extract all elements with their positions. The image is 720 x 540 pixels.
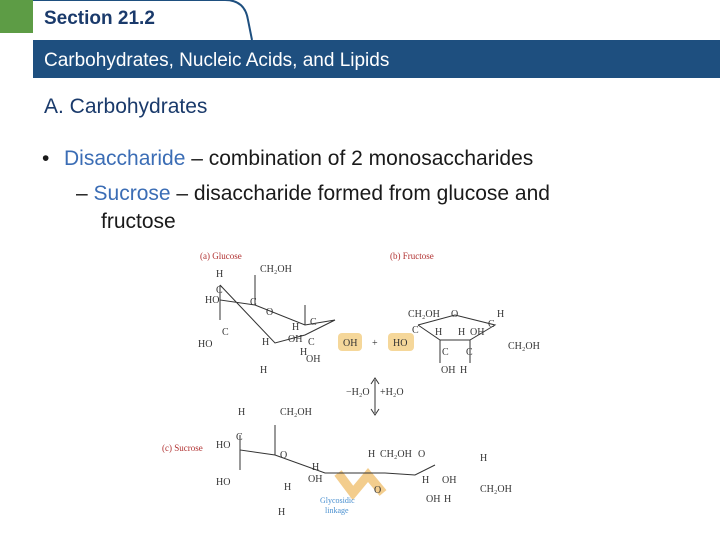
caption-sucrose: (c) Sucrose [162,443,203,453]
highlight-oh [338,333,362,351]
svg-text:HO: HO [205,295,219,306]
sub-bullet-text-cont: fructose [101,210,176,233]
svg-text:H: H [460,365,467,376]
term-sucrose: Sucrose [93,182,171,205]
svg-text:C: C [222,327,229,338]
svg-text:C: C [308,337,315,348]
svg-text:H: H [458,327,465,338]
section-label: Section 21.2 [44,8,155,29]
svg-text:CH₂OH: CH₂OH [480,484,512,495]
caption-fructose: (b) Fructose [390,251,434,261]
svg-text:OH: OH [306,354,320,365]
svg-text:C: C [216,285,223,296]
svg-text:H: H [284,482,291,493]
glycosidic-label-1: Glycosidic [320,496,355,505]
sub-bullet-sucrose: – Sucrose – disaccharide formed from glu… [76,180,656,236]
svg-text:OH: OH [442,475,456,486]
svg-text:OH: OH [470,327,484,338]
svg-text:H: H [422,475,429,486]
svg-text:OH: OH [343,338,357,349]
svg-text:H: H [435,327,442,338]
reaction-arrows: −H₂O +H₂O [346,377,404,416]
svg-text:H: H [292,322,299,333]
svg-text:H: H [312,462,319,473]
svg-text:HO: HO [393,338,407,349]
svg-text:H: H [238,407,245,418]
svg-text:CH₂OH: CH₂OH [508,341,540,352]
minus-water-label: −H₂O [346,387,370,398]
sub-bullet-dash: – [76,182,94,205]
svg-text:H: H [368,449,375,460]
svg-text:H: H [216,269,223,280]
glycosidic-label-2: linkage [325,506,349,515]
term-disaccharide: Disaccharide [64,147,186,170]
caption-glucose: (a) Glucose [200,251,242,261]
section-accent-square [0,0,33,33]
svg-text:O: O [374,485,381,496]
svg-text:C: C [250,297,257,308]
slide-heading: A. Carbohydrates [44,95,208,118]
svg-text:CH₂OH: CH₂OH [380,449,412,460]
svg-text:OH: OH [308,474,322,485]
svg-text:O: O [266,307,273,318]
svg-text:H: H [300,347,307,358]
svg-text:HO: HO [216,477,230,488]
svg-text:C: C [412,325,419,336]
svg-text:H: H [480,453,487,464]
section-tab [33,0,253,40]
plus-sign: + [372,338,378,349]
svg-text:H: H [497,309,504,320]
header-bar: Carbohydrates, Nucleic Acids, and Lipids [33,40,720,78]
slide-title: Carbohydrates, Nucleic Acids, and Lipids [44,50,390,71]
glycosidic-bond-highlight [334,467,387,501]
svg-text:OH: OH [288,334,302,345]
svg-text:C: C [310,317,317,328]
fructose-structure: HO CH₂OH O H H H OH C C CH₂OH C C OH H [393,309,540,376]
svg-text:O: O [451,309,458,320]
svg-text:C: C [442,347,449,358]
svg-text:C: C [488,319,495,330]
svg-text:HO: HO [216,440,230,451]
bullet-disaccharide: • Disaccharide – combination of 2 monosac… [42,147,533,171]
svg-text:H: H [278,507,285,518]
svg-text:OH: OH [441,365,455,376]
svg-text:C: C [466,347,473,358]
svg-text:O: O [280,450,287,461]
svg-text:CH₂OH: CH₂OH [408,309,440,320]
svg-text:HO: HO [198,339,212,350]
sub-bullet-text: – disaccharide formed from glucose and [170,182,550,205]
bullet-dot: • [42,147,50,170]
bullet-text: – combination of 2 monosaccharides [185,147,534,170]
highlight-ho [388,333,414,351]
plus-water-label: +H₂O [380,387,404,398]
svg-text:H: H [262,337,269,348]
svg-text:C: C [236,432,243,443]
svg-text:O: O [418,449,425,460]
svg-text:OH: OH [426,494,440,505]
svg-text:CH₂OH: CH₂OH [280,407,312,418]
svg-text:H: H [444,494,451,505]
svg-text:CH₂OH: CH₂OH [260,264,292,275]
svg-text:H: H [260,365,267,376]
